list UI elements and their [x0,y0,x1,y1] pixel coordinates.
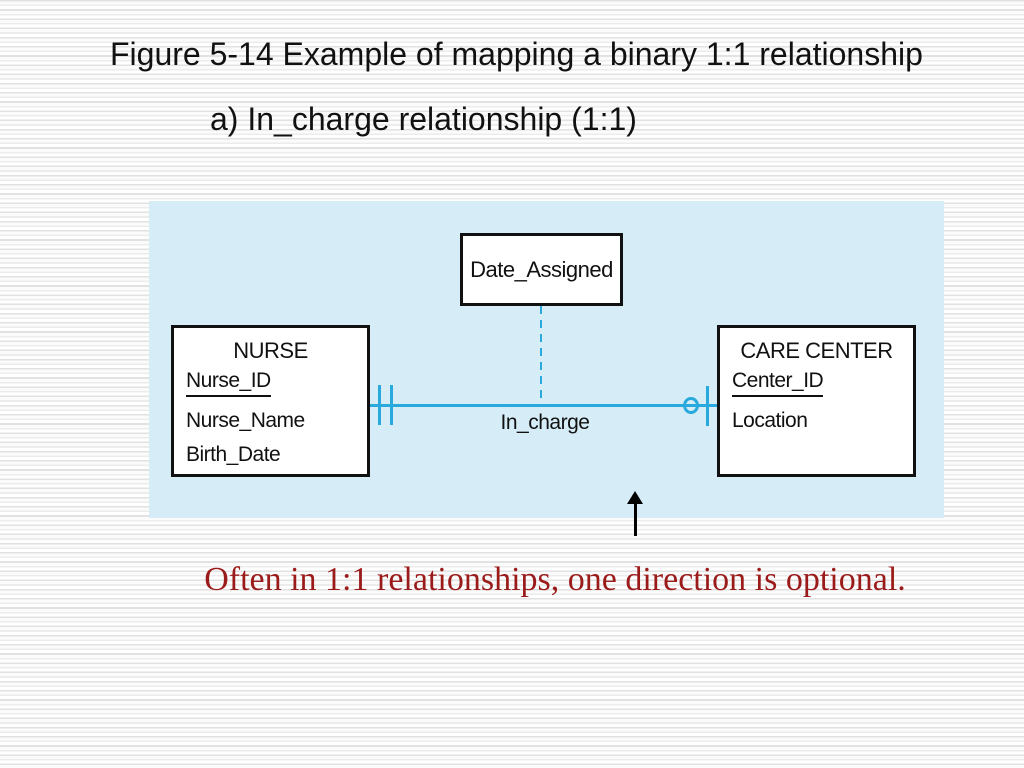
entity-care-center-attribute: Location [732,409,808,432]
mandatory-one-tick-icon [378,385,381,425]
attribute-row: Center_ID [732,368,913,408]
entity-nurse-attribute: Nurse_Name [186,409,305,432]
attribute-label: Date_Assigned [470,256,613,282]
entity-nurse-title: NURSE [233,338,308,363]
note-text: Often in 1:1 relationships, one directio… [204,561,906,598]
up-arrow-shaft [634,503,637,536]
entity-nurse-attribute: Birth_Date [186,443,281,466]
optional-zero-circle-icon [683,397,699,414]
slide-title: Figure 5-14 Example of mapping a binary … [110,36,923,72]
entity-care-center-attributes: Center_ID Location [732,368,913,442]
entity-nurse-attributes: Nurse_ID Nurse_Name Birth_Date [186,368,367,476]
attribute-row: Nurse_ID [186,368,367,408]
entity-box-nurse: NURSE Nurse_ID Nurse_Name Birth_Date [171,325,370,477]
mandatory-one-tick-icon [390,385,393,425]
entity-nurse-key-attribute: Nurse_ID [186,368,271,397]
entity-box-care-center: CARE CENTER Center_ID Location [717,325,916,477]
entity-care-center-title: CARE CENTER [740,338,893,363]
entity-care-center-key-attribute: Center_ID [732,368,824,397]
one-tick-icon [706,386,709,426]
attribute-dashed-connector [540,306,542,404]
up-arrow-icon [627,491,643,504]
er-diagram-panel: Date_Assigned NURSE Nurse_ID Nurse_Name … [149,201,944,518]
relationship-label: In_charge [500,411,590,434]
slide-subtitle: a) In_charge relationship (1:1) [210,101,637,137]
relationship-line [370,404,717,407]
attribute-box-date-assigned: Date_Assigned [460,233,623,306]
